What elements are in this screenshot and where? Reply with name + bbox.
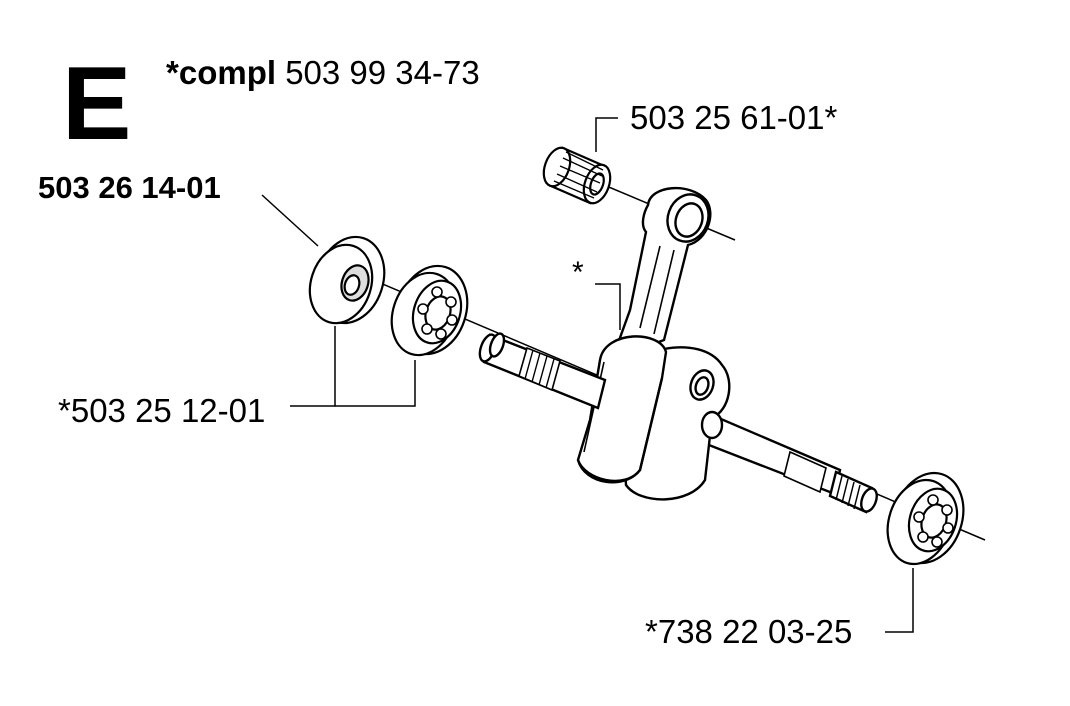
needle-bearing-leader-line — [595, 117, 618, 152]
assembly-part-number: 503 99 34-73 — [285, 54, 480, 91]
section-letter: E — [62, 46, 132, 162]
left-bearings-part-number: *503 25 12-01 — [58, 392, 266, 429]
needle-bearing-part — [542, 146, 612, 205]
assembly-prefix: *compl — [166, 54, 277, 91]
bearing-right-leader-line — [885, 568, 914, 633]
bearing-left-leader-line-a — [290, 326, 336, 407]
bearing-left-leader-line-b — [335, 360, 416, 407]
assembly-heading: *compl 503 99 34-73 — [166, 56, 480, 89]
crankshaft-leader-line — [595, 283, 621, 330]
right-bearing-part-number: *738 22 03-25 — [645, 613, 853, 650]
right-ball-bearing-part — [886, 471, 965, 566]
seal-part-number: 503 26 14-01 — [38, 170, 221, 205]
crankshaft-callout: * — [572, 256, 584, 289]
seal-leader-line — [261, 194, 319, 247]
oil-seal-part — [308, 235, 386, 325]
connecting-rod-part — [609, 187, 712, 363]
left-ball-bearing-part — [390, 264, 469, 357]
needle-bearing-part-number: 503 25 61-01* — [630, 99, 838, 136]
crankshaft-part — [478, 332, 878, 514]
